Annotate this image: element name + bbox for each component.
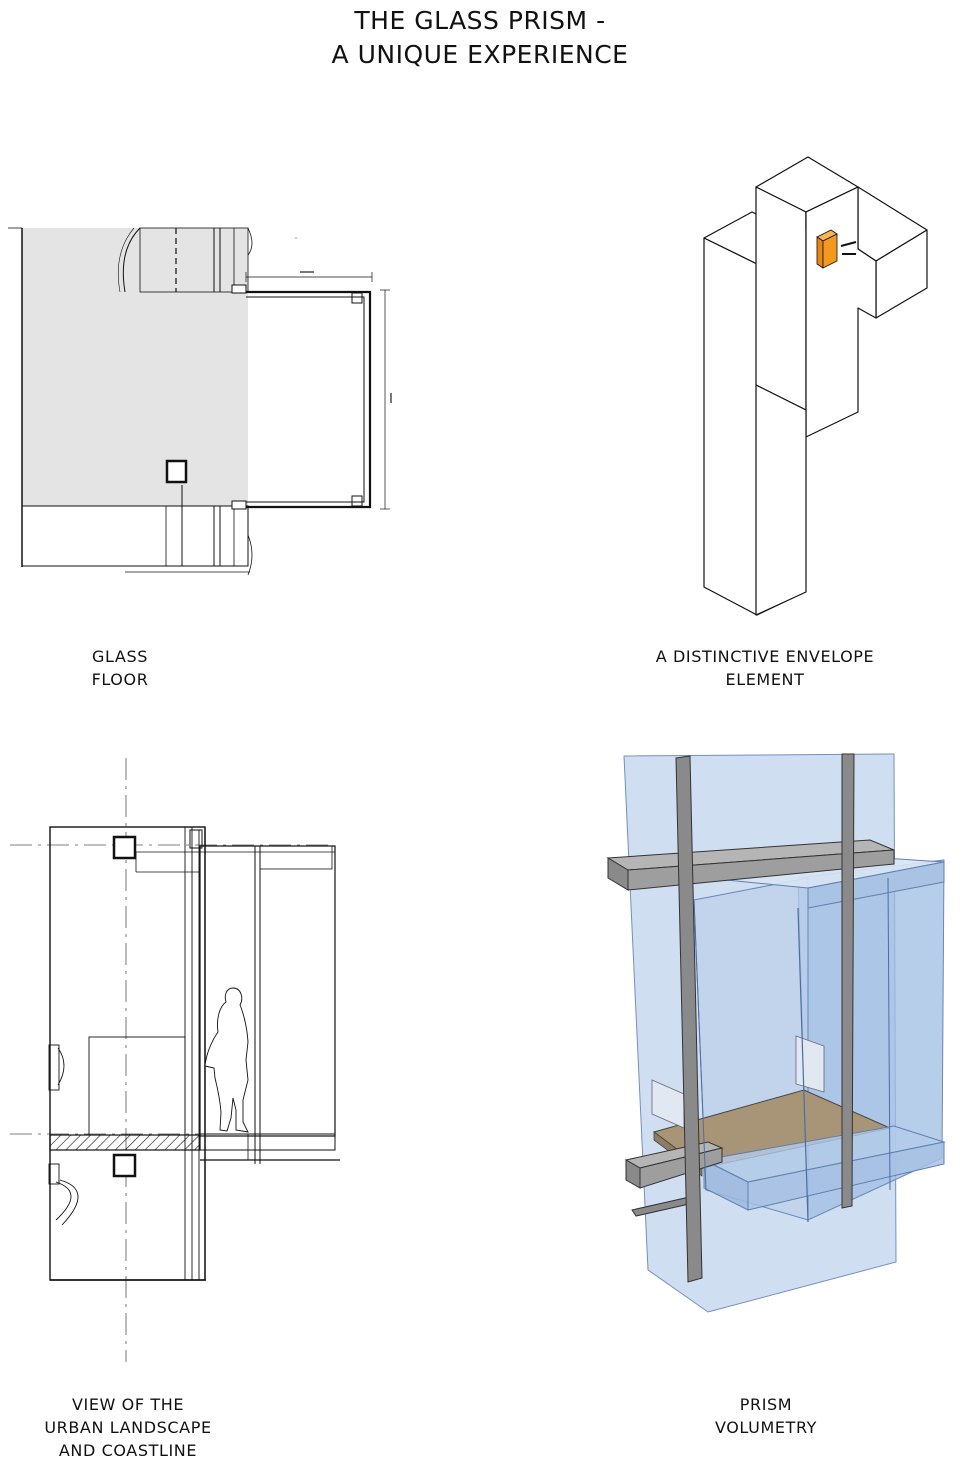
caption-prism-volumetry: PRISM VOLUMETRY [714,1395,818,1437]
mullion-left [675,755,703,1283]
caption-urban-landscape: VIEW OF THE URBAN LANDSCAPE AND COASTLIN… [44,1395,212,1460]
title-line-1: THE GLASS PRISM - [354,6,606,35]
caption-envelope-element: A DISTINCTIVE ENVELOPE ELEMENT [655,647,875,689]
title-line-2: A UNIQUE EXPERIENCE [331,40,629,69]
mullion-right [841,753,855,1209]
human-silhouette [204,987,249,1133]
envelope-element-drawing [703,156,928,616]
prism-volumetry-drawing [606,753,946,1313]
section-beam-upper [112,835,137,860]
glass-floor-plan-drawing [8,227,392,576]
plan-lower-area [21,505,249,567]
caption-glass-floor: GLASS FLOOR [91,647,149,689]
section-floor-slab [49,1134,201,1151]
plan-floor-area [22,228,248,506]
page-title: THE GLASS PRISM - A UNIQUE EXPERIENCE [0,4,960,72]
landscape-view-section-drawing [10,758,340,1362]
orange-prism-accent [816,229,838,269]
plan-prism-outline [246,290,372,509]
plan-column [165,459,188,484]
section-beam-lower [112,1153,137,1178]
